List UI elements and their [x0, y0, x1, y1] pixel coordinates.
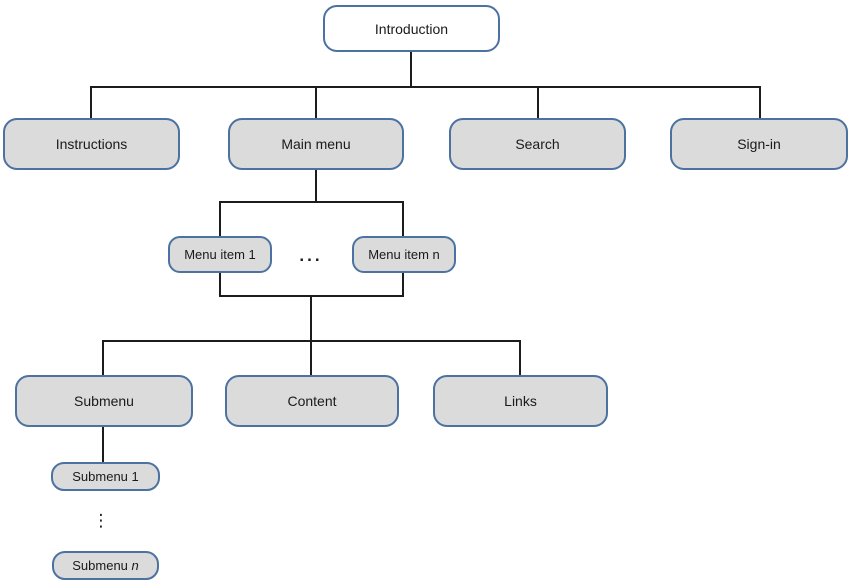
node-main-menu-label: Main menu: [281, 136, 351, 152]
node-instructions-label: Instructions: [55, 136, 128, 152]
node-introduction-label: Introduction: [374, 20, 449, 37]
submenu-ellipsis: ⋮: [92, 510, 110, 531]
node-links-label: Links: [504, 393, 537, 409]
node-sign-in: Sign-in: [670, 118, 848, 170]
node-submenu-1: Submenu 1: [51, 462, 160, 491]
node-search-label: Search: [515, 136, 560, 152]
connector-level2-horizontal: [90, 86, 761, 88]
node-menu-item-n-label: Menu item n: [368, 247, 440, 262]
node-submenu-label: Submenu: [74, 393, 134, 409]
connector-frame-down: [310, 296, 312, 342]
node-menu-item-1: Menu item 1: [168, 236, 272, 273]
node-menu-item-n: Menu item n: [352, 236, 456, 273]
connector-submenu-drop: [102, 340, 104, 376]
connector-introduction-down: [410, 52, 412, 88]
node-introduction: Introduction: [323, 5, 500, 52]
node-submenu-n: Submenu n: [52, 551, 159, 580]
connector-content-drop: [310, 340, 312, 376]
node-instructions: Instructions: [3, 118, 180, 170]
node-content: Content: [225, 375, 399, 427]
connector-links-drop: [519, 340, 521, 376]
connector-instructions-drop: [90, 86, 92, 119]
connector-main-menu-drop: [315, 86, 317, 119]
node-menu-item-1-label: Menu item 1: [184, 247, 256, 262]
node-links: Links: [433, 375, 608, 427]
node-submenu-n-prefix: Submenu: [72, 558, 132, 573]
connector-sign-in-drop: [759, 86, 761, 119]
connector-submenu-to-submenu1: [102, 427, 104, 463]
node-content-label: Content: [287, 393, 337, 409]
node-submenu-n-label: Submenu n: [72, 558, 139, 573]
connector-search-drop: [537, 86, 539, 119]
node-search: Search: [449, 118, 626, 170]
node-submenu-n-variable: n: [131, 558, 139, 573]
node-submenu: Submenu: [15, 375, 193, 427]
menu-items-ellipsis: ...: [299, 246, 323, 265]
node-submenu-1-label: Submenu 1: [72, 469, 139, 484]
node-main-menu: Main menu: [228, 118, 404, 170]
connector-main-menu-to-frame: [315, 170, 317, 202]
node-sign-in-label: Sign-in: [737, 136, 781, 152]
